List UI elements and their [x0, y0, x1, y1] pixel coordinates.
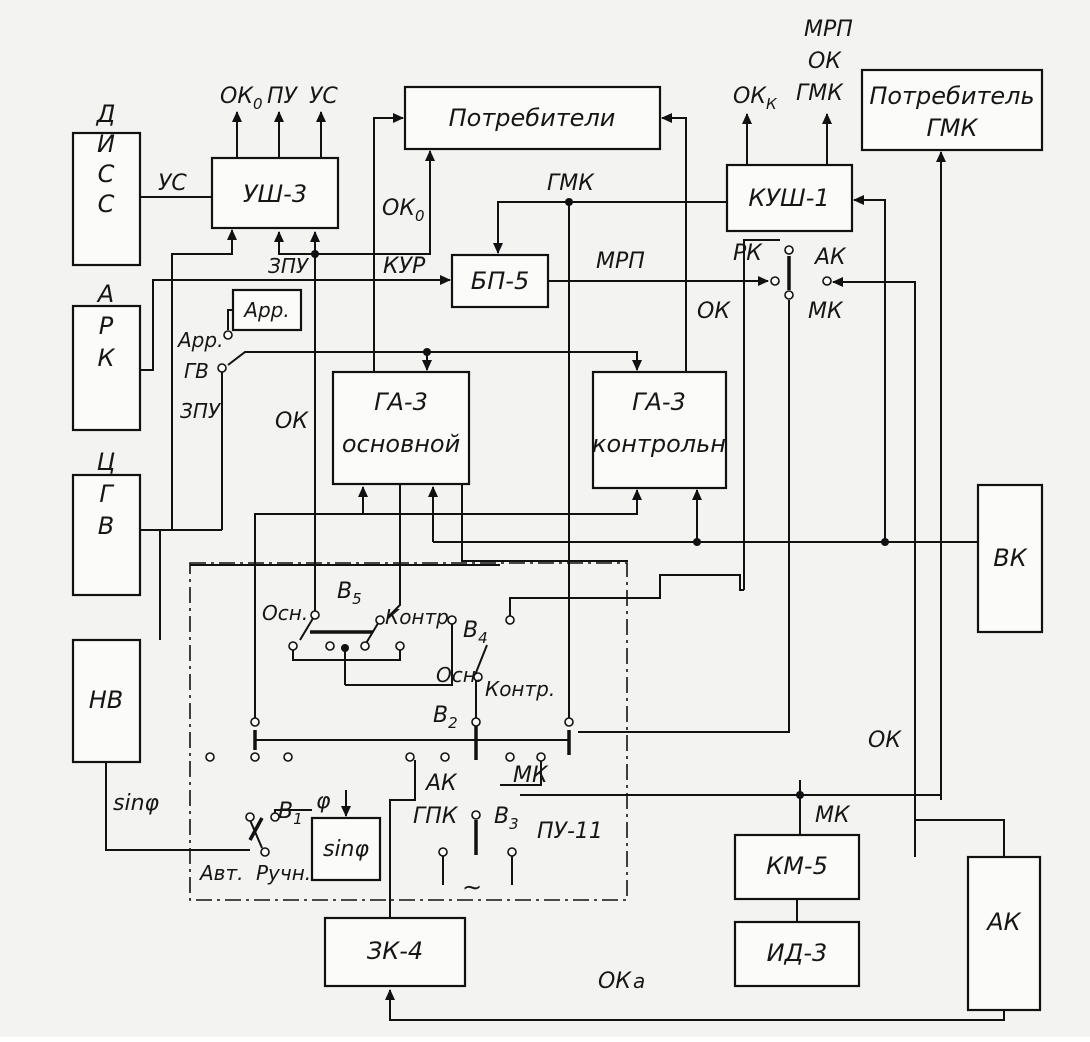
- b2-switch: [205, 717, 574, 762]
- cgv-label: ЦГВ: [92, 448, 120, 544]
- block-ak: АК: [966, 855, 1042, 1012]
- label-avt: Авт.: [198, 861, 243, 885]
- kush1-switch: [770, 245, 832, 300]
- ga3-control-title: ГА-3: [632, 388, 686, 416]
- label-sinphi-wire: sinφ: [113, 791, 160, 816]
- label-ok-right-mid: ОК: [697, 299, 731, 324]
- block-nv: НВ: [71, 638, 142, 764]
- arr-gv-switch: [217, 330, 233, 373]
- label-b1: В1: [278, 799, 303, 828]
- sinphi-box-label: sinφ: [323, 837, 370, 862]
- ak-box-label: АК: [985, 908, 1021, 936]
- label-b5: В5: [337, 579, 362, 608]
- block-sinphi: sinφ: [310, 816, 382, 882]
- block-potrebiteli: Потребители: [403, 85, 662, 151]
- label-osn-b4: Осн.: [436, 663, 482, 687]
- label-zpu-2: ЗПУ: [180, 399, 222, 423]
- label-b2: В2: [433, 703, 458, 732]
- ga3-main-title: ГА-3: [374, 388, 428, 416]
- label-b4: В4: [463, 618, 488, 647]
- block-potrebitel-gmk: Потребитель ГМК: [860, 68, 1044, 152]
- label-ok0-mid: ОК0: [382, 196, 424, 225]
- label-pu-top: ПУ: [267, 84, 299, 109]
- label-mk-kush: МК: [808, 299, 844, 324]
- label-zpu-1: ЗПУ: [268, 254, 310, 278]
- id3-label: ИД-3: [767, 939, 828, 967]
- label-kontr-b5: Контр: [385, 605, 449, 629]
- block-bp5: БП-5: [450, 253, 550, 309]
- label-ok-left: ОК: [275, 409, 309, 434]
- km5-label: КМ-5: [766, 852, 828, 880]
- label-ok-lower: ОК: [868, 728, 902, 753]
- block-km5: КМ-5: [733, 833, 861, 901]
- diss-label: ДИСС: [92, 100, 120, 220]
- junction-nodes: [311, 198, 889, 799]
- label-ak-kush: АК: [813, 245, 847, 270]
- label-tilde: ∼: [462, 873, 482, 901]
- zk4-label: ЗК-4: [367, 937, 423, 965]
- block-diss: ДИСС: [71, 100, 142, 267]
- label-mk-lower: МК: [513, 763, 549, 788]
- label-phi: φ: [316, 789, 331, 814]
- wire-labels: УС ОК0 ПУ УС ОК0 КУР ЗПУ ГМК МРП РК ОК О…: [113, 17, 902, 994]
- block-id3: ИД-3: [733, 920, 861, 988]
- label-gmk-mid: ГМК: [547, 171, 595, 196]
- label-ruchn: Ручн.: [256, 861, 311, 885]
- block-cgv: ЦГВ: [71, 448, 142, 597]
- nv-label: НВ: [89, 686, 124, 714]
- bp5-label: БП-5: [471, 267, 529, 295]
- block-vk: ВК: [976, 483, 1044, 634]
- label-okk: ОКК: [733, 84, 778, 113]
- label-us-top: УС: [309, 84, 338, 109]
- potrebiteli-label: Потребители: [449, 104, 616, 132]
- label-us-left: УС: [158, 171, 187, 196]
- b3-switch: [438, 810, 517, 857]
- block-ga3-control: ГА-3 контрольн: [591, 370, 728, 490]
- b5-switch: [288, 610, 405, 652]
- ga3-main-subtitle: основной: [342, 430, 460, 458]
- potrebitel-gmk-subtitle: ГМК: [926, 114, 978, 142]
- label-b3: В3: [494, 804, 519, 833]
- label-ok0-top: ОК0: [220, 84, 262, 113]
- label-mrp-top: МРП: [804, 17, 853, 42]
- pu11-panel-boundary: [189, 562, 628, 901]
- label-kontr-b4: Контр.: [485, 677, 555, 701]
- block-ark: АРК: [71, 280, 142, 432]
- vk-label: ВК: [993, 544, 1027, 572]
- label-gpk: ГПК: [413, 804, 459, 829]
- label-ak-lower: АК: [424, 771, 458, 796]
- ark-label: АРК: [92, 280, 120, 376]
- potrebitel-gmk-title: Потребитель: [869, 82, 1034, 110]
- label-rk: РК: [733, 241, 763, 266]
- arr-label: Арр.: [242, 298, 289, 322]
- label-ok-top: ОК: [808, 49, 842, 74]
- block-arr: Арр.: [231, 288, 303, 332]
- block-zk4: ЗК-4: [323, 916, 467, 988]
- kush1-label: КУШ-1: [748, 184, 829, 212]
- b4-switch: [447, 615, 515, 682]
- ush3-label: УШ-3: [243, 180, 307, 208]
- block-ush3: УШ-3: [210, 156, 340, 230]
- label-gmk-top: ГМК: [796, 81, 844, 106]
- ga3-control-subtitle: контрольн: [592, 430, 726, 458]
- label-gv-switch: ГВ: [184, 359, 209, 383]
- label-mk-km5: МК: [815, 803, 851, 828]
- block-kush1: КУШ-1: [725, 163, 854, 233]
- label-kur: КУР: [383, 254, 426, 279]
- label-pu11: ПУ-11: [537, 819, 603, 844]
- label-osn-b5: Осн.: [262, 601, 308, 625]
- label-mrp-mid: МРП: [596, 249, 645, 274]
- block-ga3-main: ГА-3 основной: [331, 370, 471, 486]
- label-arr-switch: Арр.: [176, 328, 223, 352]
- b1-switch: [245, 812, 280, 857]
